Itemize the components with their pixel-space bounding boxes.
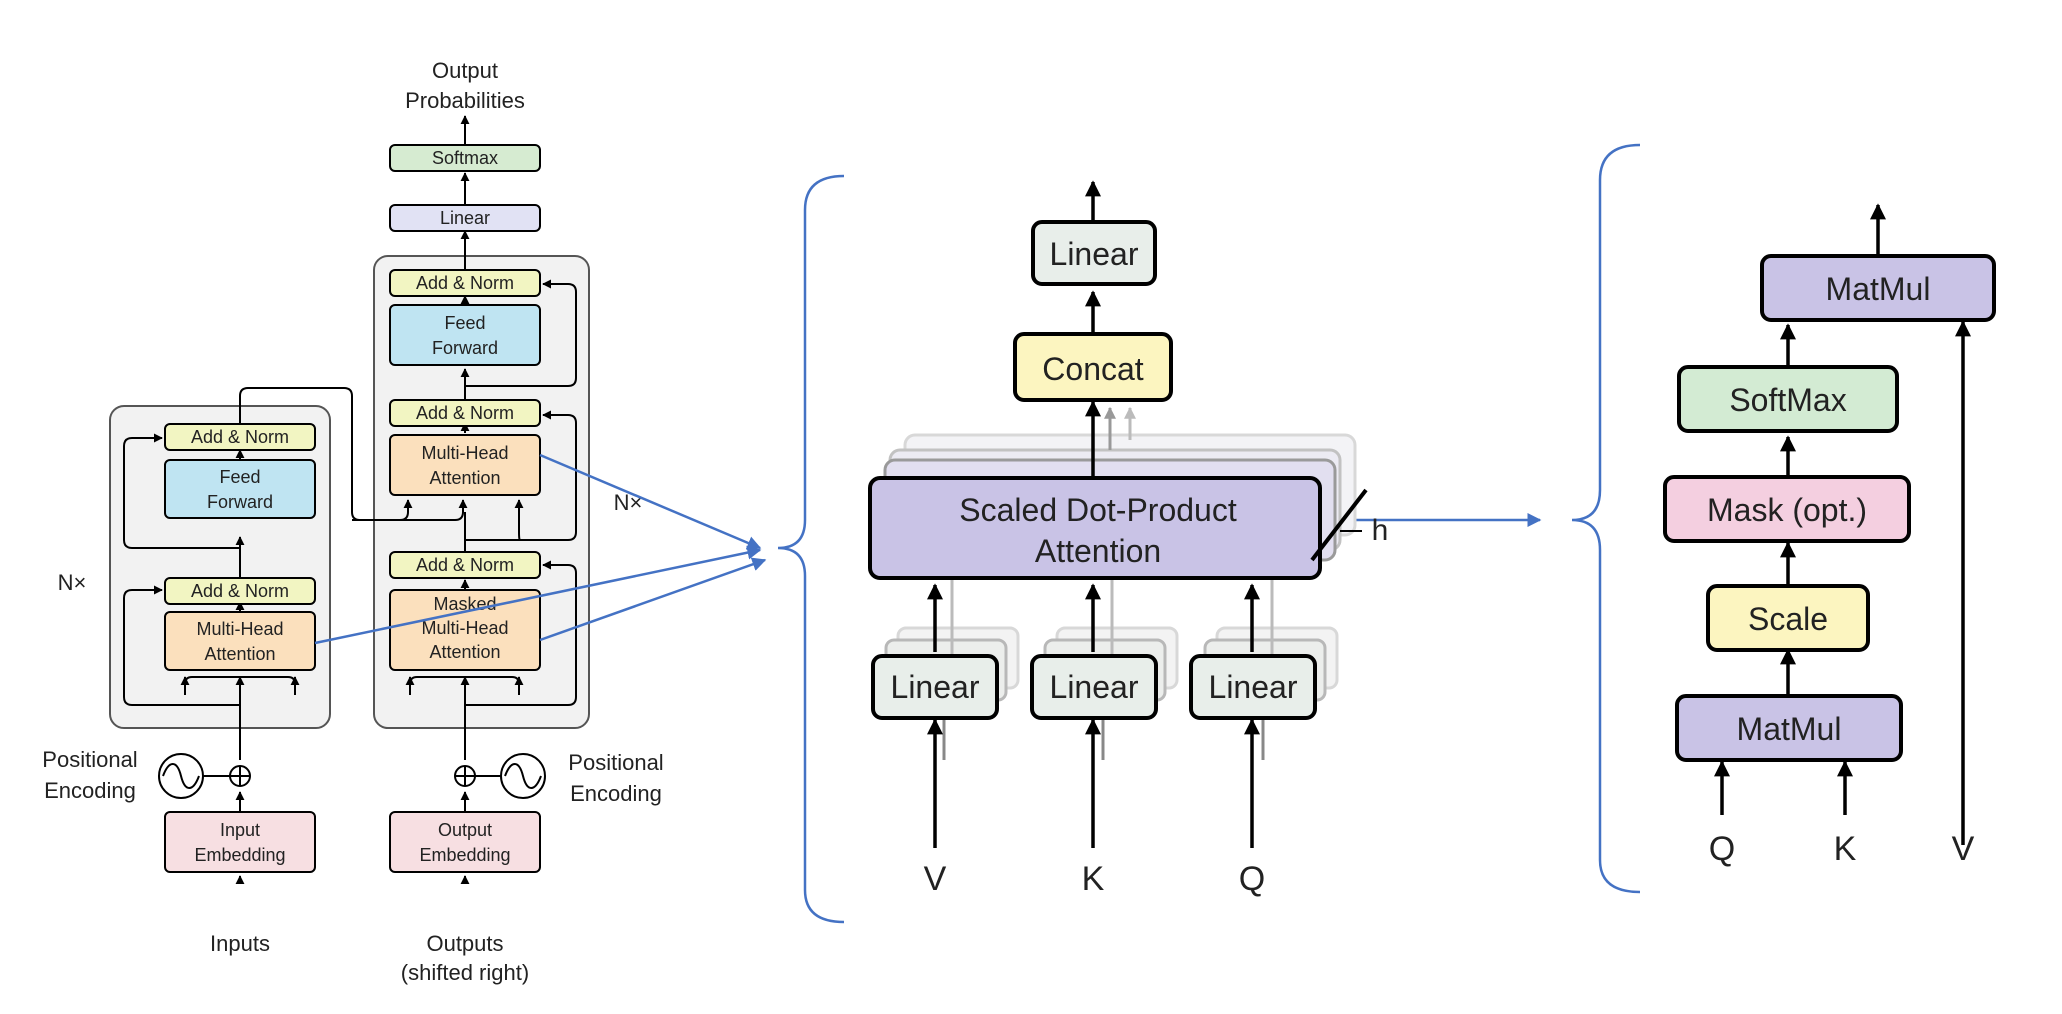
sdpa-q-label: Q [1709, 830, 1735, 868]
output-probabilities-label-1: Output [432, 58, 498, 83]
decoder-feed-forward-label-1: Feed [444, 313, 485, 333]
decoder-mha-label-1: Multi-Head [421, 443, 508, 463]
mha-concat [1013, 332, 1173, 402]
sdpa-softmax-label: SoftMax [1729, 382, 1846, 418]
mha-linear-output [1031, 220, 1157, 286]
encoder-feed-forward-label-2: Forward [207, 492, 273, 512]
decoder-masked-mha-label-3: Attention [429, 642, 500, 662]
middle-bracket [777, 174, 845, 924]
sdpa-scale [1706, 584, 1870, 652]
decoder-add-norm-bottom-label: Add & Norm [416, 555, 514, 575]
input-embedding-label-2: Embedding [194, 845, 285, 865]
multi-head-attention-panel: Linear Concat Scaled Dot-Product Attenti… [868, 180, 1389, 898]
right-bracket [1571, 143, 1641, 894]
encoder-multi-head-attention [164, 611, 316, 671]
decoder-add-norm-bottom [389, 551, 541, 579]
input-embedding-label-1: Input [220, 820, 260, 840]
output-embedding-label-2: Embedding [419, 845, 510, 865]
mha-v-label: V [924, 860, 947, 898]
sdpa-matmul-top [1760, 254, 1996, 322]
outputs-label-1: Outputs [426, 931, 503, 956]
decoder-positional-encoding-label-2: Encoding [570, 781, 662, 806]
encoder-add-norm-top [164, 423, 316, 451]
decoder-positional-encoding-label-1: Positional [568, 750, 663, 775]
decoder-add-norm-middle-label: Add & Norm [416, 403, 514, 423]
sdpa-softmax [1677, 365, 1899, 433]
encoder-add-norm-bottom [164, 577, 316, 605]
mha-linear-v-label: Linear [891, 669, 980, 705]
encoder-mha-label-1: Multi-Head [196, 619, 283, 639]
mha-h-label: h [1372, 514, 1389, 547]
encoder-feed-forward-label-1: Feed [219, 467, 260, 487]
encoder-feed-forward [164, 459, 316, 519]
outputs-label-2: (shifted right) [401, 960, 529, 985]
sdpa-matmul-top-label: MatMul [1826, 271, 1931, 307]
output-softmax [389, 144, 541, 172]
mha-linear-k-label: Linear [1050, 669, 1139, 705]
decoder-add-norm-middle [389, 399, 541, 427]
mha-h-bracket [1310, 488, 1368, 562]
decoder-add-norm-top [389, 269, 541, 297]
mha-linear-q-label: Linear [1209, 669, 1298, 705]
sdpa-k-label: K [1834, 830, 1857, 868]
encoder-nx-label: N× [58, 570, 87, 595]
sdpa-mask-label: Mask (opt.) [1707, 492, 1867, 528]
decoder-feed-forward-label-2: Forward [432, 338, 498, 358]
sdpa-v-label: V [1952, 830, 1975, 868]
sdpa-mask [1663, 475, 1911, 543]
output-embedding-label-1: Output [438, 820, 492, 840]
decoder-nx-label: N× [614, 490, 643, 515]
decoder-masked-multi-head-attention [389, 589, 541, 671]
input-embedding [164, 811, 316, 873]
output-probabilities-label-2: Probabilities [405, 88, 525, 113]
mha-concat-label: Concat [1042, 351, 1144, 387]
mha-linear-q [1189, 654, 1317, 720]
decoder-feed-forward [389, 304, 541, 366]
decoder-masked-mha-label-2: Multi-Head [421, 618, 508, 638]
transformer-panel: Add & Norm Feed Forward Add & Norm Multi… [42, 58, 663, 985]
output-linear [389, 204, 541, 232]
sdpa-scale-label: Scale [1748, 601, 1828, 637]
encoder-positional-encoding-label-1: Positional [42, 747, 137, 772]
encoder-add-norm-bottom-label: Add & Norm [191, 581, 289, 601]
decoder-add-norm-top-label: Add & Norm [416, 273, 514, 293]
output-linear-label: Linear [440, 208, 490, 228]
encoder-mha-label-2: Attention [204, 644, 275, 664]
mha-linear-k [1030, 654, 1158, 720]
encoder-stack-panel [109, 405, 331, 729]
output-embedding [389, 811, 541, 873]
output-softmax-label: Softmax [432, 148, 498, 168]
inputs-label: Inputs [210, 931, 270, 956]
decoder-multi-head-attention [389, 434, 541, 496]
sdpa-matmul-bottom [1675, 694, 1903, 762]
encoder-add-norm-top-label: Add & Norm [191, 427, 289, 447]
mha-linear-output-label: Linear [1050, 236, 1139, 272]
scaled-dot-product-panel: MatMul SoftMax Mask (opt.) Scale MatMul … [1663, 203, 1996, 868]
mha-scaled-dot-product-attention [868, 476, 1322, 580]
mha-linear-v [871, 654, 999, 720]
decoder-mha-label-2: Attention [429, 468, 500, 488]
encoder-positional-encoding-label-2: Encoding [44, 778, 136, 803]
mha-sdpa-label-1: Scaled Dot-Product [959, 492, 1237, 528]
mha-sdpa-label-2: Attention [1035, 533, 1161, 569]
mha-q-label: Q [1239, 860, 1265, 898]
sdpa-matmul-bottom-label: MatMul [1737, 711, 1842, 747]
mha-k-label: K [1082, 860, 1105, 898]
